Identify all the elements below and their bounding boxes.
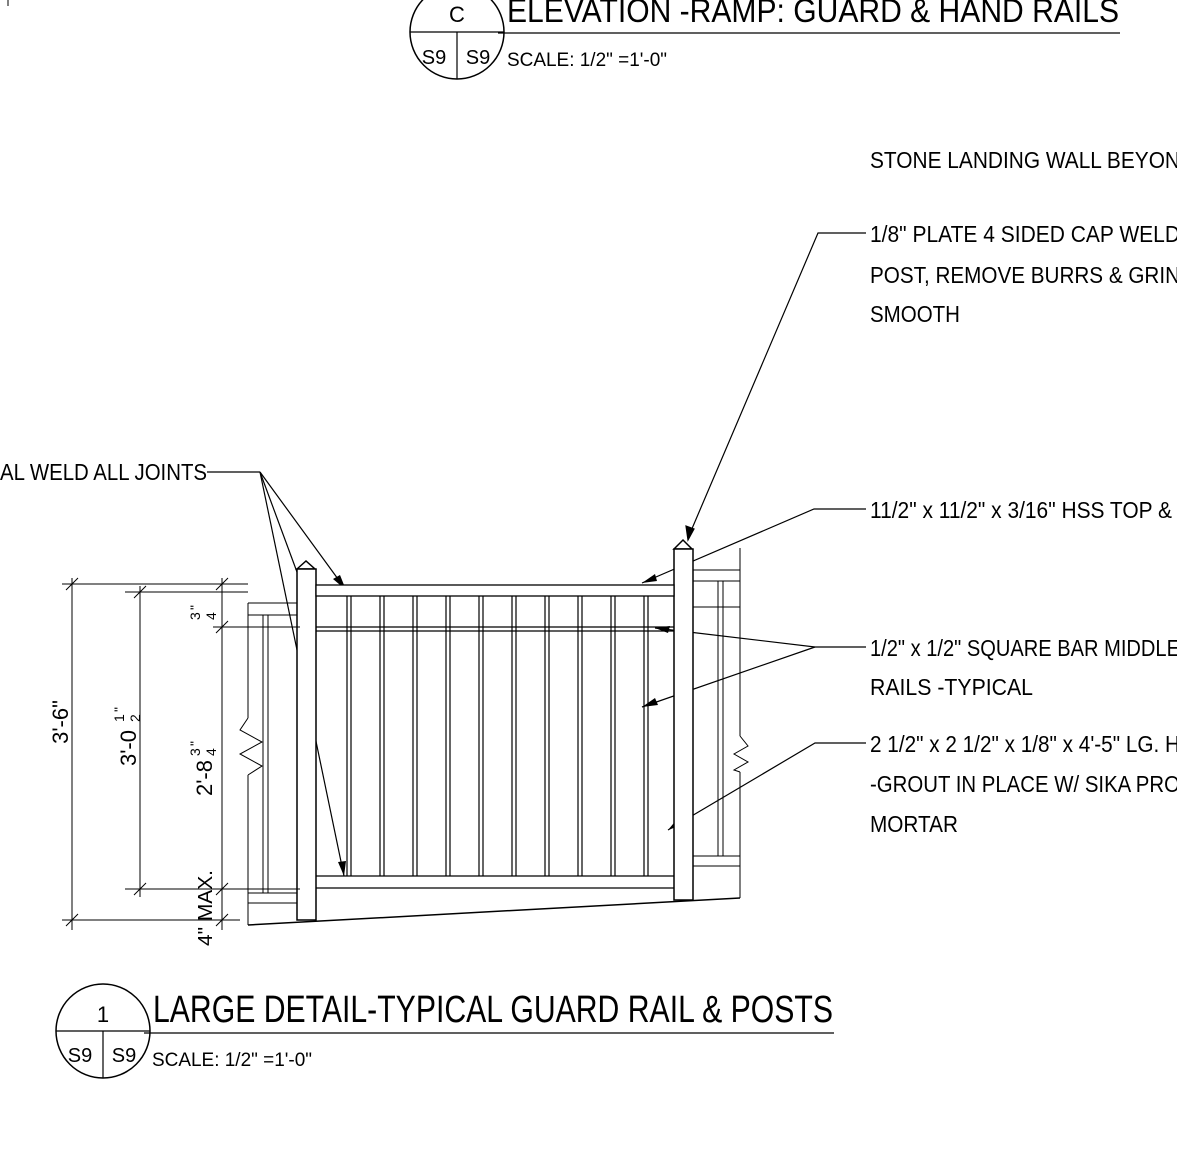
dim-mid-inch: ": [111, 707, 127, 712]
right-post-cap: [672, 538, 694, 550]
bottom-title-block: 1 S9 S9 LARGE DETAIL-TYPICAL GUARD RAIL …: [55, 983, 834, 1079]
right-post-body: [673, 548, 694, 901]
left-post-cap: [295, 559, 317, 570]
note-post-line-1: 2 1/2" x 2 1/2" x 1/8" x 4'-5" LG. H: [870, 731, 1177, 757]
left-post: [295, 559, 317, 921]
top-title-text: ELEVATION -RAMP: GUARD & HAND RAILS: [507, 0, 1119, 29]
note-weld: AL WELD ALL JOINTS: [0, 459, 207, 485]
dim-inner-num: 3: [187, 748, 203, 756]
dimensions: [62, 577, 300, 930]
note-post-line-2: -GROUT IN PLACE W/ SIKA PRO: [870, 771, 1177, 797]
dim-inner-whole: 2'-8: [192, 760, 217, 796]
note-cap-line-2: POST, REMOVE BURRS & GRIN: [870, 262, 1177, 288]
leader-hss: [641, 508, 866, 584]
note-cap-line-1: 1/8" PLATE 4 SIDED CAP WELD: [870, 221, 1177, 247]
top-title-bubble-top: C: [449, 2, 465, 27]
dim-top-den: 4: [203, 612, 219, 620]
dim-bottom: 4" MAX.: [195, 870, 217, 946]
right-post: [672, 538, 694, 901]
dim-mid-num: 1: [111, 714, 127, 722]
note-cap-line-3: SMOOTH: [870, 301, 960, 327]
right-rail-beyond: [692, 548, 750, 898]
dim-inner-den: 4: [203, 748, 219, 756]
rails: [315, 584, 675, 889]
note-bar-line-2: RAILS -TYPICAL: [870, 674, 1033, 700]
note-hss: 11/2" x 11/2" x 3/16" HSS TOP &: [870, 497, 1172, 523]
leader-cap: [687, 232, 866, 539]
top-rail: [315, 584, 675, 597]
ground-line: [247, 897, 741, 926]
leader-arrowheads: [309, 574, 682, 876]
bottom-title-scale: SCALE: 1/2" =1'-0": [152, 1050, 312, 1071]
dim-overall: 3'-6": [48, 700, 73, 744]
dim-mid-whole: 3'-0: [116, 730, 141, 766]
bottom-title-text: LARGE DETAIL-TYPICAL GUARD RAIL & POSTS: [153, 989, 833, 1031]
leader-bar-b: [641, 646, 816, 708]
bottom-title-bubble-left: S9: [68, 1045, 92, 1067]
dimension-labels: 3'-6" 3'-0 1 2 " 2'-8 3 4 " 3 4 " 4" MAX…: [48, 605, 219, 946]
dim-inner-inch: ": [187, 741, 203, 746]
guard-rail-elevation: [238, 538, 750, 926]
bottom-title-bubble-right: S9: [112, 1045, 136, 1067]
dim-top-inch: ": [187, 605, 203, 610]
note-post-line-3: MORTAR: [870, 811, 958, 837]
bottom-title-bubble-top: 1: [97, 1002, 109, 1027]
top-title-scale: SCALE: 1/2" =1'-0": [507, 50, 667, 71]
balusters: [346, 596, 649, 876]
left-post-body: [296, 568, 317, 921]
note-bar-line-1: 1/2" x 1/2" SQUARE BAR MIDDLE: [870, 635, 1177, 661]
dim-mid-den: 2: [127, 714, 143, 722]
left-rail-beyond: [238, 602, 300, 925]
top-title-bubble-left: S9: [422, 47, 446, 69]
top-title-bubble-right: S9: [466, 47, 490, 69]
dim-top-num: 3: [187, 612, 203, 620]
note-stone-wall: STONE LANDING WALL BEYON: [870, 147, 1177, 173]
leader-cap-arrow: [685, 525, 695, 542]
leader-post: [667, 742, 866, 831]
top-title-block: C S9 S9 ELEVATION -RAMP: GUARD & HAND RA…: [409, 0, 1120, 80]
notes: STONE LANDING WALL BEYON 1/8" PLATE 4 SI…: [0, 147, 1177, 837]
leader-weld-a: [259, 471, 347, 591]
